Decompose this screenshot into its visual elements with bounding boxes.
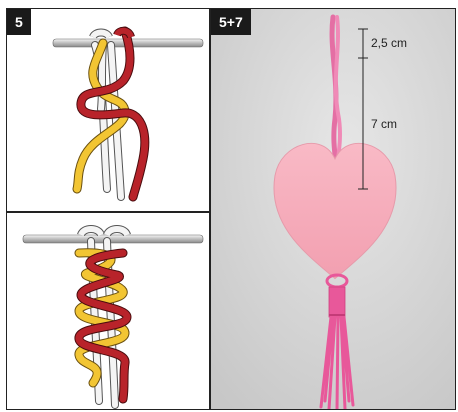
measure-label-main: 7 cm xyxy=(371,117,397,131)
knot-start-illustration xyxy=(7,9,210,212)
dowel-rod xyxy=(23,235,203,243)
step-badge-5-7: 5+7 xyxy=(211,9,251,35)
heart-ornament-photo xyxy=(211,9,456,410)
step-5-illustration-panel: 5 xyxy=(6,8,210,212)
knot-sequence-illustration xyxy=(7,213,210,410)
finished-heart-photo-panel: 5+7 xyxy=(210,8,456,410)
square-knots xyxy=(79,253,127,399)
measure-label-top: 2,5 cm xyxy=(371,36,407,50)
step-badge-5: 5 xyxy=(7,9,31,35)
knot-sequence-illustration-panel xyxy=(6,212,210,410)
